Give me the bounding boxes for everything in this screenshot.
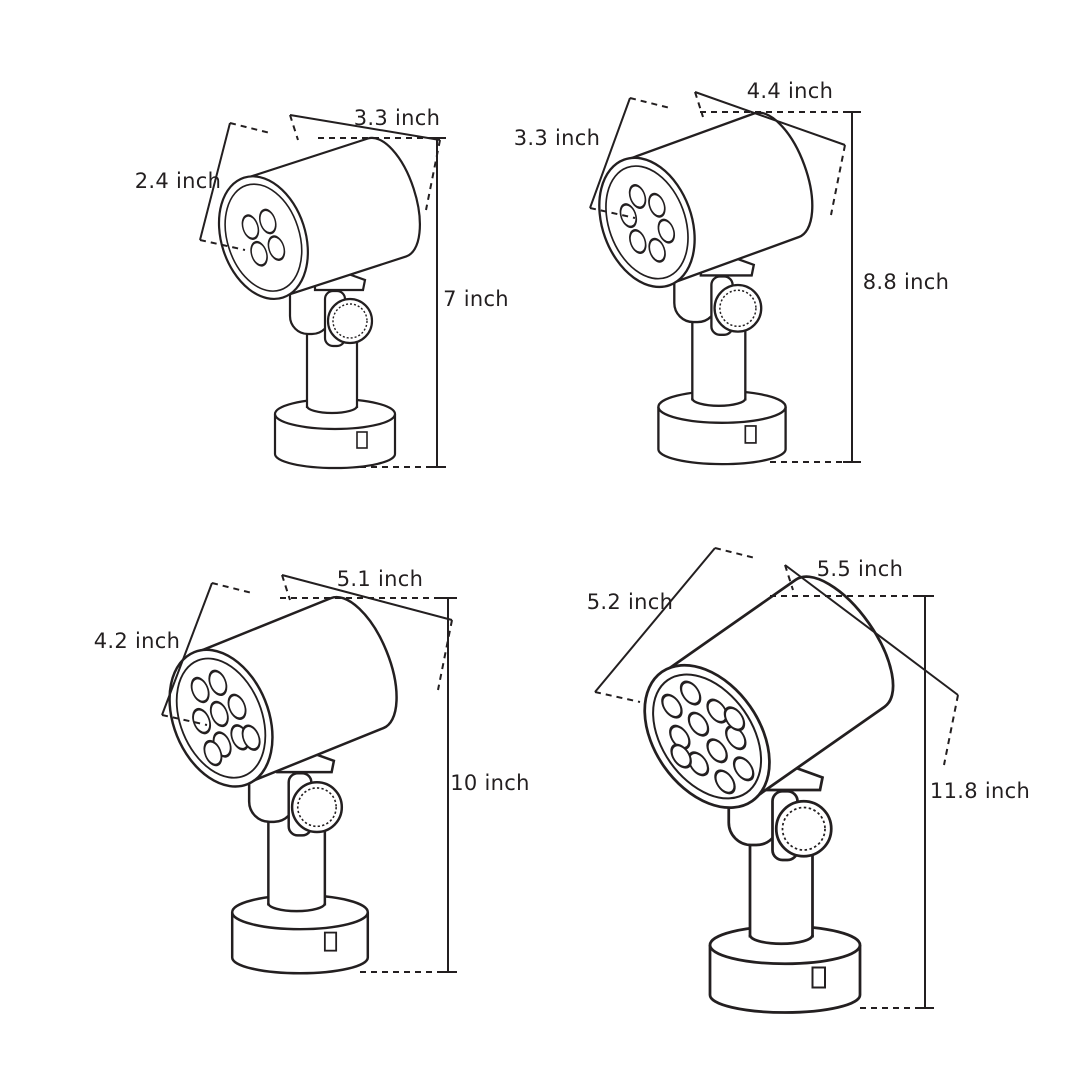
head-bezel <box>224 183 303 292</box>
knob-dial <box>781 806 826 851</box>
light-4-height-label: 11.8 inch <box>929 779 1031 803</box>
lens <box>670 743 692 769</box>
base-screw <box>356 431 368 449</box>
light-3-height-label: 10 inch <box>450 771 530 795</box>
lens <box>706 698 728 724</box>
light-1-height-label: 7 inch <box>443 287 509 311</box>
head <box>598 111 814 289</box>
light-4-width-ext <box>943 694 959 766</box>
head-bezel <box>605 165 689 280</box>
lens-group <box>190 669 261 767</box>
light-3-width-line <box>281 574 453 621</box>
light-2-width-ext <box>694 91 704 118</box>
light-2-width-line <box>694 91 846 146</box>
light-3-width-label: 5.1 inch <box>336 567 424 591</box>
light-2-diameter-label: 3.3 inch <box>513 126 601 150</box>
light-4-diameter-ext <box>594 691 641 703</box>
light-4-diameter-ext <box>714 547 756 559</box>
light-4-width-ext <box>784 564 794 591</box>
light-1-diameter-line <box>199 122 231 241</box>
lens <box>723 706 746 732</box>
light-2-diameter-line <box>589 97 631 209</box>
base-screw <box>811 966 826 989</box>
light-2-width-label: 4.4 inch <box>746 79 834 103</box>
lens <box>648 192 666 218</box>
lens <box>619 203 638 229</box>
stem-bottom <box>267 902 327 913</box>
head <box>643 575 895 810</box>
lens <box>725 725 747 751</box>
spotlight-4 <box>643 575 895 1014</box>
light-2-diameter-ext <box>629 97 671 109</box>
light-3-width-ext <box>281 574 291 601</box>
light-3-diameter-ext <box>161 714 208 726</box>
light-2-height-label: 8.8 inch <box>862 270 950 294</box>
stem-bottom <box>691 398 747 407</box>
light-3-diameter-ext <box>211 582 253 594</box>
lens <box>714 769 736 795</box>
lens <box>241 724 261 751</box>
lens <box>209 700 229 728</box>
lens-group <box>619 184 676 263</box>
lens-group <box>241 208 286 267</box>
light-1-width-line <box>289 114 441 141</box>
light-1-diameter-ext <box>199 239 246 251</box>
lens <box>657 218 676 244</box>
light-4-diameter-label: 5.2 inch <box>586 590 674 614</box>
lens <box>629 229 647 254</box>
light-1-diameter-label: 2.4 inch <box>134 169 222 193</box>
lens <box>250 240 268 267</box>
knob-dial <box>332 303 368 339</box>
light-4-diameter-line <box>594 547 716 693</box>
lens <box>732 756 755 782</box>
head <box>217 136 421 301</box>
spotlight-1 <box>217 136 421 470</box>
spotlight-2 <box>598 111 814 466</box>
light-3-diameter-line <box>161 582 213 716</box>
light-2-width-ext <box>830 144 846 216</box>
lens <box>203 739 223 767</box>
light-3-width-ext <box>437 619 453 691</box>
lens <box>648 237 666 263</box>
light-2-diameter-ext <box>589 207 636 219</box>
light-3-diameter-label: 4.2 inch <box>93 629 181 653</box>
base-screw <box>323 931 338 952</box>
lens <box>227 693 247 720</box>
knob-dial <box>296 787 337 828</box>
lens <box>190 676 210 704</box>
lens <box>628 184 647 209</box>
lens <box>679 680 702 706</box>
lens <box>208 669 228 697</box>
lens <box>192 707 212 735</box>
lens <box>687 711 710 737</box>
stem-bottom <box>748 934 814 946</box>
light-4-width-line <box>784 564 959 696</box>
lens <box>267 235 286 261</box>
lens <box>241 214 260 240</box>
lens <box>706 738 728 764</box>
light-1-diameter-ext <box>229 122 271 134</box>
lens <box>661 693 683 719</box>
light-1-width-ext <box>289 114 299 141</box>
stem-bottom <box>305 405 359 415</box>
head <box>168 595 398 788</box>
base-screw <box>744 425 757 444</box>
lens-group <box>661 680 755 795</box>
light-4-width-label: 5.5 inch <box>816 557 904 581</box>
spotlight-3 <box>168 595 398 975</box>
lens <box>669 724 691 750</box>
knob-dial <box>719 289 757 328</box>
lens <box>258 208 277 235</box>
lens <box>687 751 710 777</box>
light-1-width-label: 3.3 inch <box>353 106 441 130</box>
